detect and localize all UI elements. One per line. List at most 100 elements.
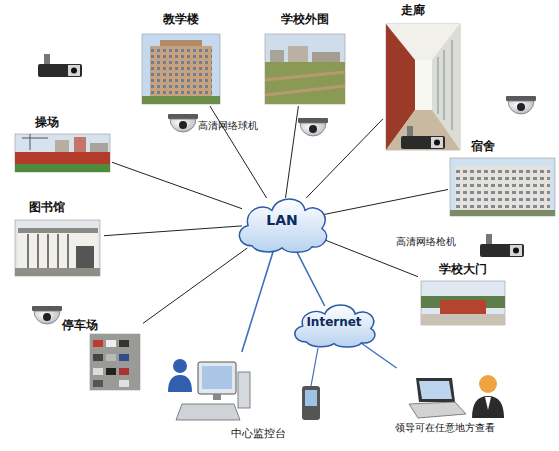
network-link [143,248,247,323]
photo-building [90,143,108,152]
location-photo: 图书馆 [12,200,104,278]
node-label: 学校外围 [263,12,347,26]
photo-windows [455,166,550,210]
photo-floor [386,110,460,150]
bullet-camera [401,126,445,149]
node-label: 教学楼 [140,12,222,26]
network-link [112,162,242,208]
operator-head [173,359,187,373]
photo-railing [438,40,452,130]
network-link [242,248,274,352]
network-cloud: Internet [288,298,380,350]
network-link [286,106,299,198]
pda-link [311,348,318,386]
location-photo: 宿舍 [448,139,557,218]
photo-car [106,368,116,375]
photo-building [150,46,212,96]
photo-car [93,340,103,347]
cloud-label: Internet [288,315,380,329]
dome-camera [32,306,62,324]
monitor-station: 中心监控台 [160,352,295,444]
location-photo: 走廊 [383,3,463,152]
photo-building [455,166,550,210]
network-link [306,119,383,198]
photo-car [106,340,116,347]
location-photo: 操场 [12,115,112,174]
library-photo [15,220,100,276]
photo-sky [15,220,100,276]
location-photo: 停车场 [55,318,143,392]
dome-camera [168,114,198,132]
photo-sky [265,34,345,104]
leader-body [472,396,504,418]
building-photo [142,34,220,104]
network-link [295,248,325,306]
node-label: 操场 [22,115,72,129]
photo-building [55,140,69,152]
photo-grass [15,164,110,172]
corridor-photo [386,24,460,150]
laptop-screen [419,381,452,399]
network-cloud: LAN [232,190,332,256]
network-link [210,106,267,198]
monitor-station [168,359,250,420]
monitor [198,362,236,394]
dome-camera [506,96,536,114]
node-label: 领导可在任意地方查看 [381,422,509,434]
photo-path [265,72,345,95]
parking-photo [90,334,140,390]
node-label: 图书馆 [17,200,77,214]
photo-entrance [76,246,94,268]
laptop-base [409,402,466,418]
photo-ground [450,210,555,216]
laptop-viewer [409,375,504,418]
photo-sky [142,34,220,104]
photo-sky [15,134,110,172]
photo-car [119,340,129,347]
pda-body [302,386,320,420]
node-label: 走廊 [383,3,443,17]
photo-car [106,354,116,361]
photo-car [93,368,103,375]
leader-head [479,375,497,393]
photo-ground [421,314,505,325]
pc-tower [238,372,250,408]
pda-screen [305,390,317,406]
photo-track [15,152,110,164]
photo-sky [450,158,555,216]
photo-ground [90,334,140,390]
photo-field [265,62,345,104]
photo-cornice [18,228,98,233]
monitor-screen [202,366,232,389]
monitor-stand [213,394,221,400]
photo-ground [142,96,220,104]
network-link [360,342,397,368]
operator-body [168,375,192,392]
photo-building [288,46,308,62]
gate-photo [421,281,505,325]
photo-building [18,228,98,272]
photo-building [270,50,284,62]
photo-ground [15,268,100,276]
node-label: 中心监控台 [222,427,294,440]
campus-photo [265,34,345,104]
photo-car [119,380,129,387]
location-photo: 学校外围 [263,12,347,106]
leader-shirt [485,397,491,410]
camera-label: 高清网络球机 [198,120,298,132]
photo-car [119,368,129,375]
photo-building [312,52,340,62]
photo-crane [22,134,48,150]
photo-car [93,380,103,387]
photo-sky [421,281,505,325]
photo-columns [28,234,68,268]
camera-label: 高清网络枪机 [396,236,486,248]
remote-viewer: 领导可在任意地方查看 [381,368,509,436]
playground-photo [15,134,110,172]
network-link [322,190,448,215]
laptop-screen-frame [416,378,455,402]
network-link [104,226,242,236]
photo-car [119,354,129,361]
